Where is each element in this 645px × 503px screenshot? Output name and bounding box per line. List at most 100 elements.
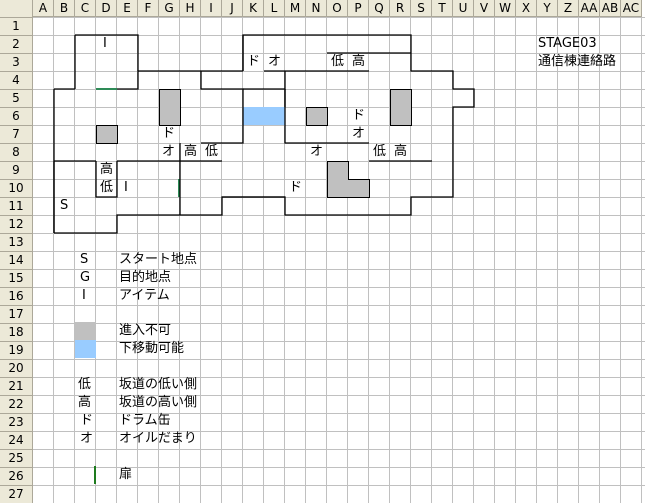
- row-header-1[interactable]: 1: [0, 18, 33, 36]
- blocked-area-l-shape: [327, 161, 370, 198]
- slope-high-marker: 高: [394, 144, 408, 159]
- drum-marker: ド: [247, 54, 261, 69]
- door[interactable]: [96, 88, 117, 90]
- stage-name: 通信棟連絡路: [538, 54, 617, 69]
- legend-label: オイルだまり: [119, 431, 197, 446]
- row-header-26[interactable]: 26: [0, 468, 33, 486]
- legend-label: 進入不可: [119, 323, 172, 338]
- legend-symbol: オ: [80, 431, 94, 446]
- blocked-area: [390, 89, 412, 126]
- door[interactable]: [178, 179, 180, 197]
- legend-label: アイテム: [119, 288, 170, 303]
- legend-label: 下移動可能: [119, 341, 185, 356]
- column-header-R[interactable]: R: [390, 0, 411, 17]
- blocked-area: [306, 107, 328, 126]
- column-header-AB[interactable]: AB: [600, 0, 621, 17]
- row-header-12[interactable]: 12: [0, 216, 33, 234]
- stage-title: STAGE03: [538, 36, 597, 51]
- column-header-Z[interactable]: Z: [558, 0, 579, 17]
- slope-low-marker: 低: [373, 144, 387, 159]
- slope-high-marker: 高: [184, 144, 198, 159]
- drop-area: [243, 107, 285, 125]
- row-header-22[interactable]: 22: [0, 396, 33, 414]
- slope-low-marker: 低: [331, 54, 345, 69]
- row-header-27[interactable]: 27: [0, 486, 33, 503]
- column-header-V[interactable]: V: [474, 0, 495, 17]
- legend-symbol: S: [80, 252, 89, 267]
- row-header-20[interactable]: 20: [0, 360, 33, 378]
- column-header-T[interactable]: T: [432, 0, 453, 17]
- column-header-P[interactable]: P: [348, 0, 369, 17]
- legend-label: スタート地点: [119, 252, 198, 267]
- row-header-16[interactable]: 16: [0, 288, 33, 306]
- column-header-AA[interactable]: AA: [579, 0, 600, 17]
- legend-swatch-door: [94, 466, 96, 484]
- row-header-11[interactable]: 11: [0, 198, 33, 216]
- legend-swatch-drop: [75, 340, 96, 358]
- blocked-area: [96, 125, 118, 144]
- column-header-D[interactable]: D: [96, 0, 117, 17]
- legend-label: 扉: [119, 467, 133, 482]
- column-header-S[interactable]: S: [411, 0, 432, 17]
- column-header-N[interactable]: N: [306, 0, 327, 17]
- row-header-14[interactable]: 14: [0, 252, 33, 270]
- slope-high-marker: 高: [352, 54, 366, 69]
- row-header-23[interactable]: 23: [0, 414, 33, 432]
- column-header-E[interactable]: E: [117, 0, 138, 17]
- legend-symbol: G: [80, 270, 91, 285]
- oil-marker: オ: [310, 144, 324, 159]
- column-header-W[interactable]: W: [495, 0, 516, 17]
- oil-marker: オ: [268, 54, 282, 69]
- column-header-K[interactable]: K: [243, 0, 264, 17]
- column-header-Q[interactable]: Q: [369, 0, 390, 17]
- oil-marker: オ: [162, 144, 176, 159]
- column-header-M[interactable]: M: [285, 0, 306, 17]
- legend-label: 坂道の低い側: [119, 377, 198, 392]
- row-header-4[interactable]: 4: [0, 72, 33, 90]
- row-header-17[interactable]: 17: [0, 306, 33, 324]
- row-header-8[interactable]: 8: [0, 144, 33, 162]
- blocked-area: [159, 89, 181, 126]
- row-header-2[interactable]: 2: [0, 36, 33, 54]
- column-header-I[interactable]: I: [201, 0, 222, 17]
- column-header-C[interactable]: C: [75, 0, 96, 17]
- column-header-U[interactable]: U: [453, 0, 474, 17]
- drum-marker: ド: [289, 180, 303, 195]
- legend-symbol: 低: [78, 377, 92, 392]
- legend-swatch-blocked: [75, 322, 96, 340]
- row-header-6[interactable]: 6: [0, 108, 33, 126]
- column-header-Y[interactable]: Y: [537, 0, 558, 17]
- row-header-9[interactable]: 9: [0, 162, 33, 180]
- slope-low-marker: 低: [100, 180, 114, 195]
- row-header-15[interactable]: 15: [0, 270, 33, 288]
- drum-marker: ド: [162, 126, 176, 141]
- row-header-5[interactable]: 5: [0, 90, 33, 108]
- column-header-L[interactable]: L: [264, 0, 285, 17]
- row-header-18[interactable]: 18: [0, 324, 33, 342]
- column-header-O[interactable]: O: [327, 0, 348, 17]
- select-all-corner[interactable]: [0, 0, 33, 18]
- column-header-H[interactable]: H: [180, 0, 201, 17]
- column-header-AC[interactable]: AC: [621, 0, 642, 17]
- row-header-3[interactable]: 3: [0, 54, 33, 72]
- column-header-G[interactable]: G: [159, 0, 180, 17]
- legend-label: 坂道の高い側: [119, 395, 198, 410]
- row-header-13[interactable]: 13: [0, 234, 33, 252]
- drum-marker: ド: [352, 108, 366, 123]
- legend-symbol: 高: [78, 395, 92, 410]
- slope-high-marker: 高: [100, 162, 114, 177]
- row-header-7[interactable]: 7: [0, 126, 33, 144]
- legend-symbol: ド: [80, 413, 94, 428]
- row-header-24[interactable]: 24: [0, 432, 33, 450]
- column-header-B[interactable]: B: [54, 0, 75, 17]
- column-header-X[interactable]: X: [516, 0, 537, 17]
- row-header-19[interactable]: 19: [0, 342, 33, 360]
- row-header-10[interactable]: 10: [0, 180, 33, 198]
- row-header-21[interactable]: 21: [0, 378, 33, 396]
- column-header-F[interactable]: F: [138, 0, 159, 17]
- column-header-J[interactable]: J: [222, 0, 243, 17]
- column-header-A[interactable]: A: [33, 0, 54, 17]
- row-header-25[interactable]: 25: [0, 450, 33, 468]
